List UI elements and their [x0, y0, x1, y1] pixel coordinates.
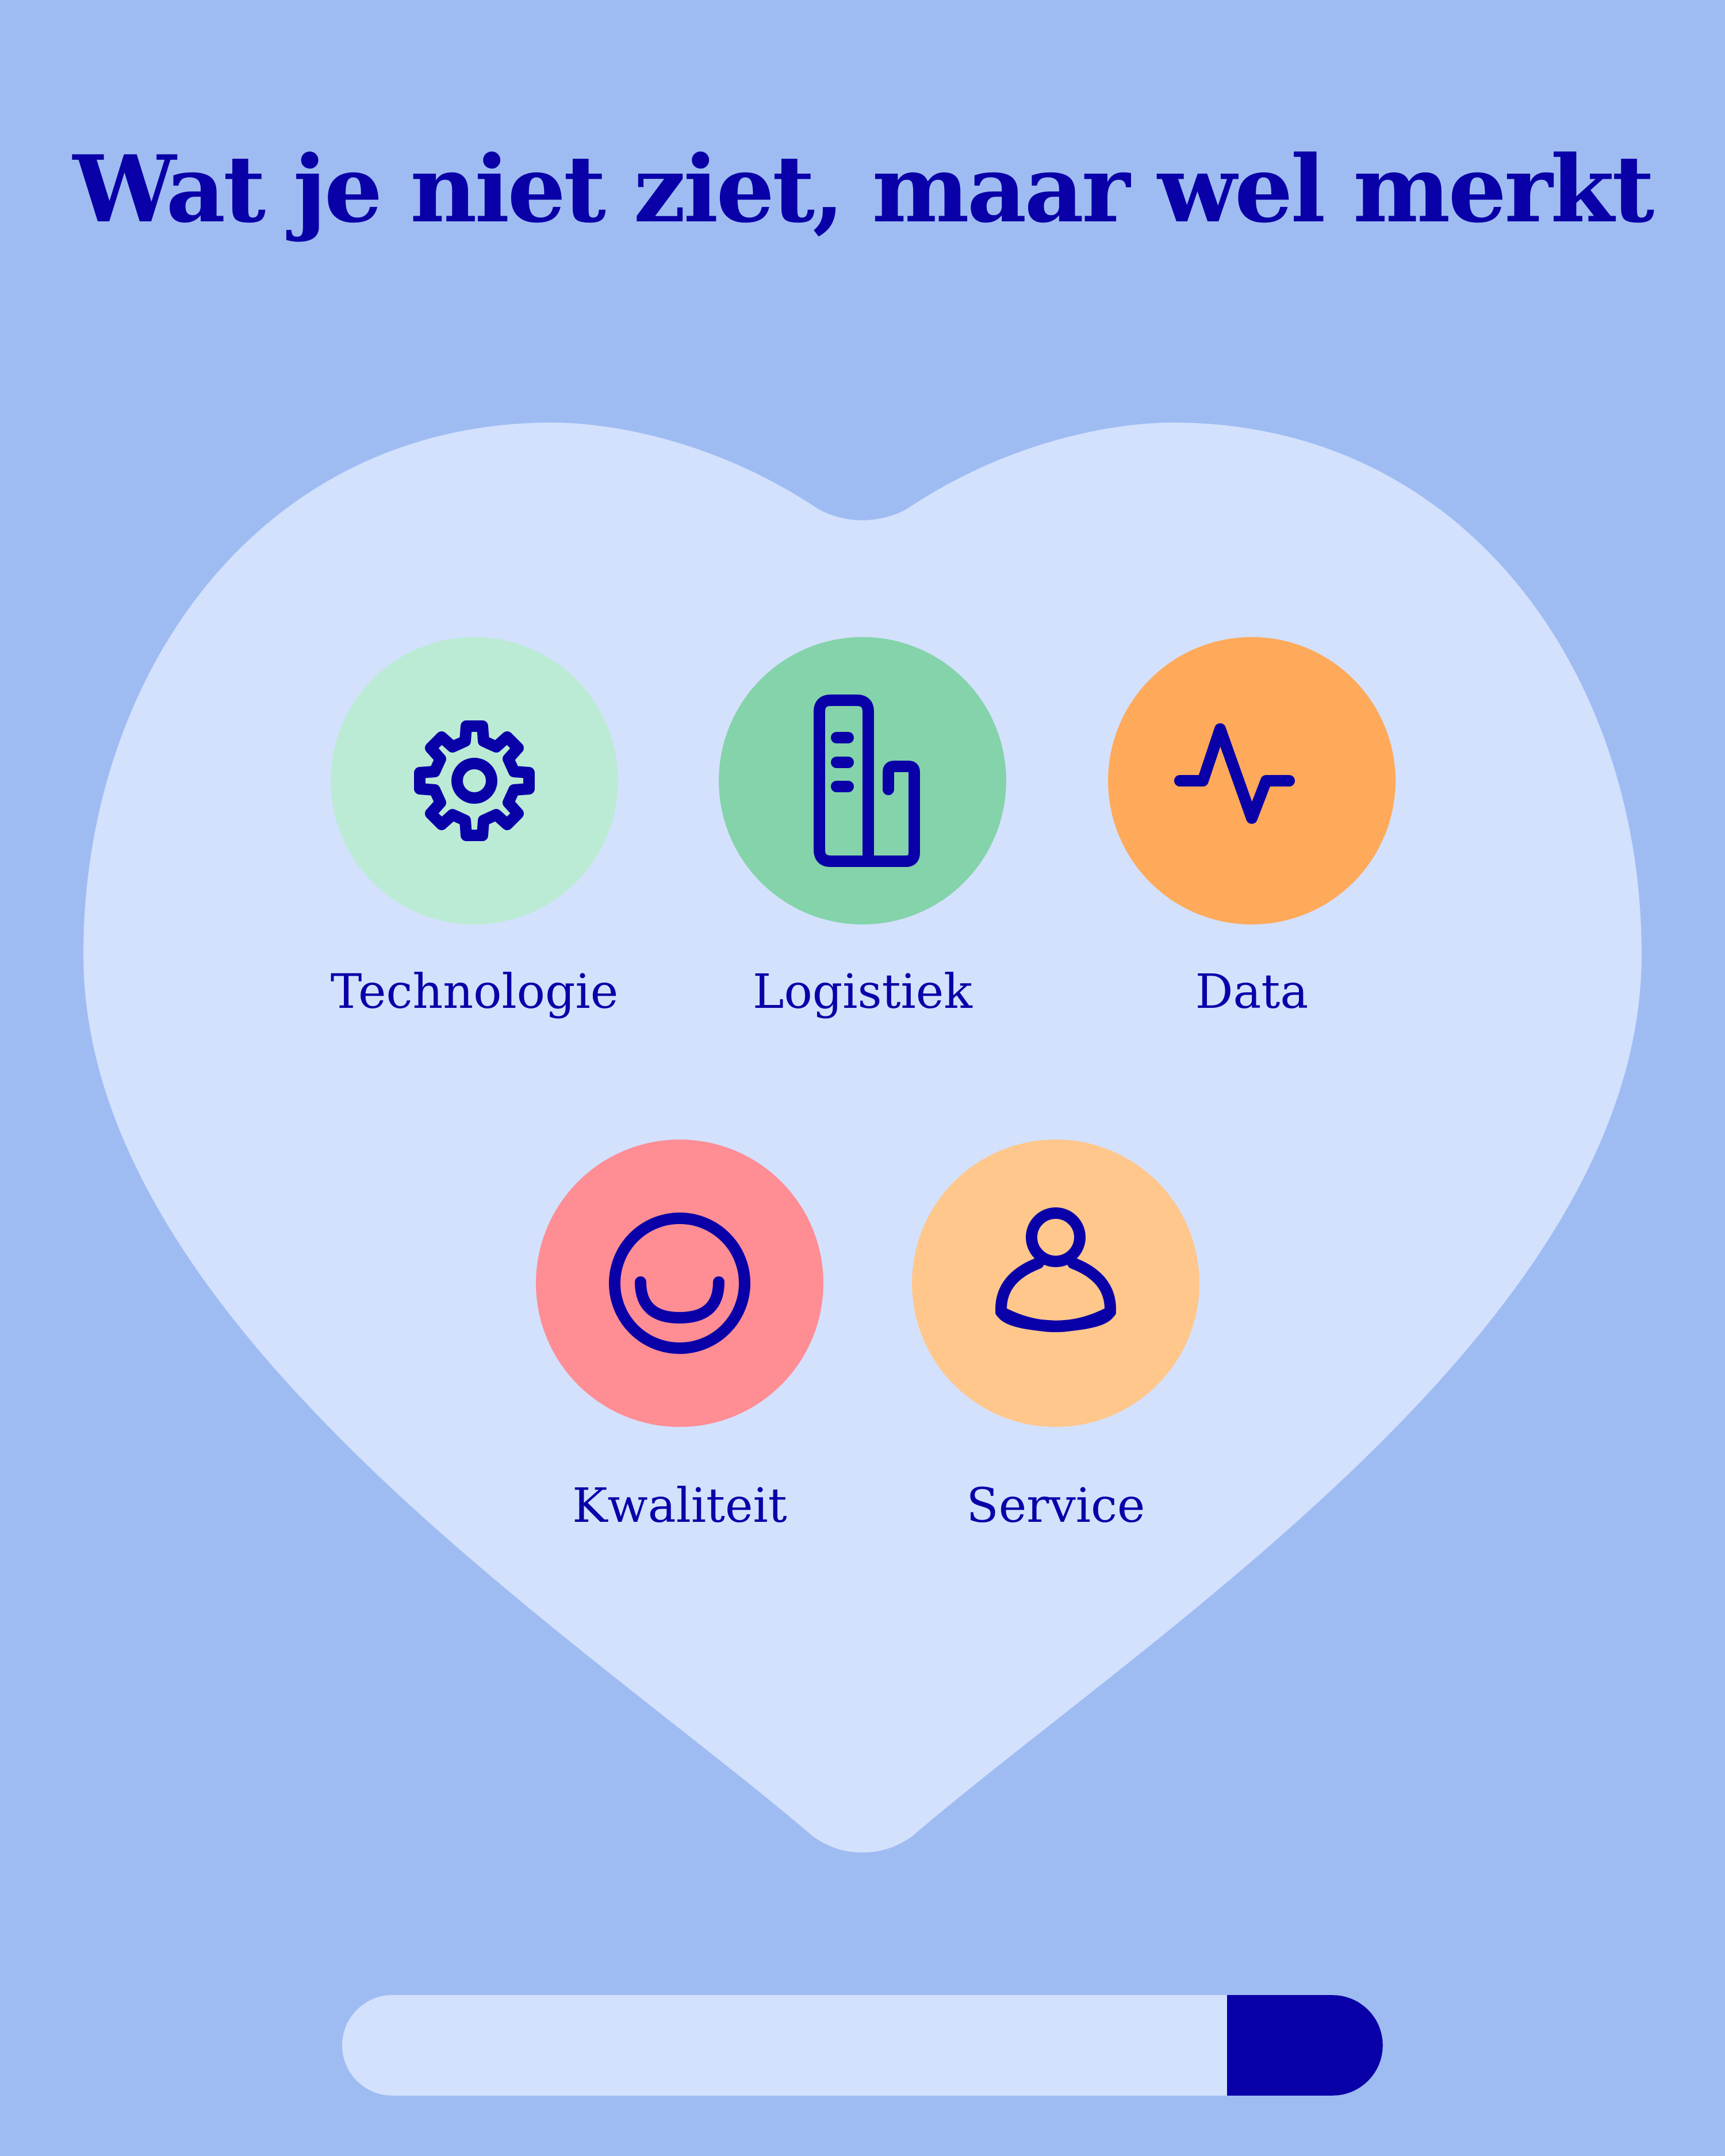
logistiek-circle: [719, 637, 1006, 924]
category-technologie: Technologie: [331, 637, 618, 1019]
activity-icon: [1174, 723, 1295, 824]
building-icon: [814, 695, 920, 867]
technologie-label: Technologie: [330, 965, 619, 1019]
category-data: Data: [1108, 637, 1396, 1019]
category-service: Service: [912, 1140, 1199, 1533]
category-kwaliteit: Kwaliteit: [536, 1140, 823, 1533]
data-label: Data: [1195, 965, 1309, 1019]
user-icon: [995, 1207, 1116, 1332]
service-label: Service: [966, 1479, 1145, 1533]
kwaliteit-label: Kwaliteit: [572, 1479, 787, 1533]
smile-icon: [609, 1213, 750, 1354]
service-circle: [912, 1140, 1199, 1427]
gear-icon: [414, 720, 535, 841]
kwaliteit-circle: [536, 1140, 823, 1427]
logistiek-label: Logistiek: [752, 965, 972, 1019]
technologie-circle: [331, 637, 618, 924]
data-circle: [1108, 637, 1396, 924]
page-title: Wat je niet ziet, maar wel merkt: [72, 135, 1655, 243]
progress-fill: [1226, 1995, 1383, 2096]
category-logistiek: Logistiek: [719, 637, 1006, 1019]
progress-bar: [342, 1995, 1383, 2096]
